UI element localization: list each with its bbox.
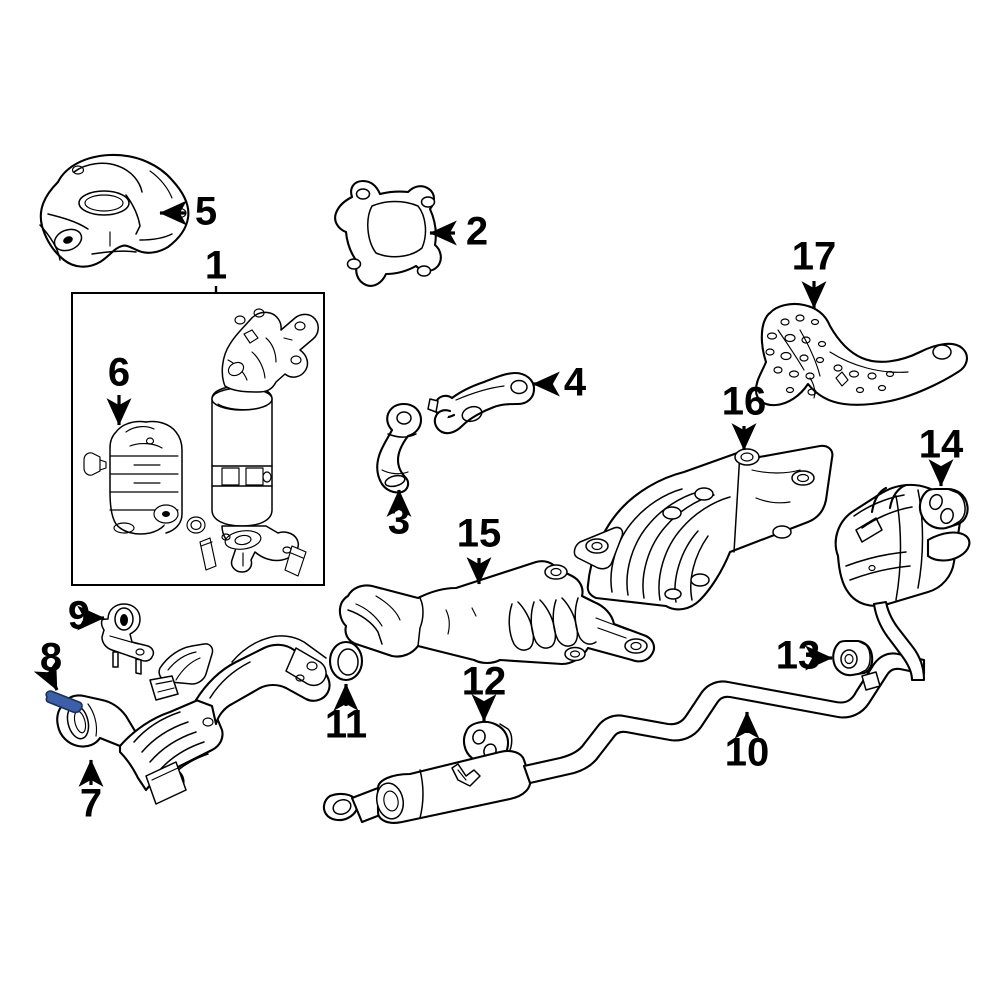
converter-body [211,308,319,573]
callout-17[interactable]: 17 [792,235,837,309]
callout-label-3: 3 [388,499,410,543]
part-6-converter-lower-cover[interactable] [109,420,183,535]
part-14-exhaust-rubber-mount-muffler[interactable] [918,487,969,530]
callout-label-10: 10 [725,731,770,775]
callout-10[interactable]: 10 [725,711,770,775]
callout-label-16: 16 [722,380,767,424]
callout-16[interactable]: 16 [722,380,767,451]
part-13-exhaust-rubber-mount-rear[interactable] [832,639,874,677]
converter-hardware [83,452,307,577]
callout-15[interactable]: 15 [457,512,502,585]
callout-6[interactable]: 6 [106,351,132,426]
callout-4[interactable]: 4 [532,361,587,405]
callout-label-12: 12 [462,660,507,704]
callout-label-4: 4 [564,361,587,405]
callout-5[interactable]: 5 [159,190,217,234]
callout-7[interactable]: 7 [78,759,104,826]
part-10-exhaust-tail-pipe[interactable] [322,652,926,824]
part-1-catalytic-converter-assembly[interactable]: 6 [71,292,325,586]
callout-label-5: 5 [195,190,217,234]
callout-label-9: 9 [68,594,90,638]
part-8-exhaust-pipe-gasket-highlighted[interactable] [45,690,83,714]
callout-box-1 [71,292,325,586]
highlighted-gasket-shape [45,690,83,714]
part-4-converter-stay-bracket-b[interactable] [427,371,536,435]
callout-label-17: 17 [792,235,837,279]
callout-label-8: 8 [40,636,62,680]
callout-1[interactable]: 1 [205,244,227,293]
callout-9[interactable]: 9 [68,594,105,638]
part-17-perforated-heat-insulator[interactable] [754,302,968,407]
callout-14[interactable]: 14 [919,423,964,487]
callout-3[interactable]: 3 [386,489,412,543]
callout-8[interactable]: 8 [33,636,62,691]
callout-2[interactable]: 2 [429,210,488,254]
part-2-exhaust-manifold-gasket[interactable] [334,179,442,287]
callout-label-13: 13 [776,634,821,678]
callout-13[interactable]: 13 [776,634,833,678]
part-9-exhaust-pipe-hanger-bracket[interactable] [100,603,155,675]
part-11-exhaust-pipe-ring-gasket[interactable] [328,640,364,682]
part-5-exhaust-manifold-cover[interactable] [39,153,190,268]
callout-12[interactable]: 12 [462,660,507,722]
callout-label-14: 14 [919,423,964,467]
callout-11[interactable]: 11 [325,683,367,747]
callout-label-7: 7 [80,782,102,826]
part-16-tunnel-heat-shield[interactable] [573,444,834,611]
part-15-floor-heat-shield-front[interactable] [338,560,656,666]
callout-label-11: 11 [325,703,367,747]
callout-label-15: 15 [457,512,502,556]
part-7-front-exhaust-pipe-a[interactable] [56,635,331,805]
part-3-converter-stay-bracket-a[interactable] [376,402,423,494]
callout-label-1: 1 [205,244,227,288]
callout-label-6: 6 [108,351,130,395]
callout-label-2: 2 [466,210,488,254]
